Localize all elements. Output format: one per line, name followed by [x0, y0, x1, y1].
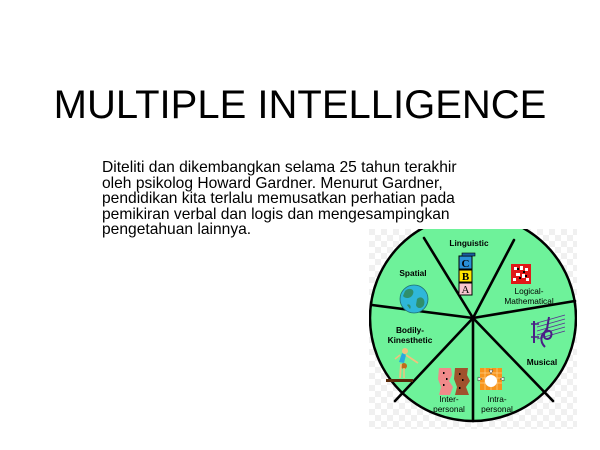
- segment-label: personal: [481, 404, 513, 414]
- multiple-intelligence-wheel: Linguistic C B A: [369, 229, 577, 429]
- segment-logical-mathematical: Logical- Mathematical: [504, 264, 554, 306]
- segment-label: Intra-: [487, 394, 507, 404]
- segment-label: Spatial: [399, 268, 426, 278]
- slide-title: MULTIPLE INTELLIGENCE: [53, 83, 547, 127]
- segment-label: Bodily-: [396, 325, 424, 335]
- gymnast-icon: [386, 348, 419, 382]
- music-staff-icon: [531, 314, 566, 348]
- segment-label: Mathematical: [504, 296, 553, 306]
- segment-label: Kinesthetic: [388, 335, 433, 345]
- body-line: Diteliti dan dikembangkan selama 25 tahu…: [102, 159, 457, 176]
- communication-icon: [438, 368, 470, 395]
- segment-linguistic: Linguistic C B A: [449, 238, 489, 296]
- self-focus-icon: [477, 368, 505, 390]
- abc-blocks-icon: C B A: [458, 252, 476, 296]
- svg-text:A: A: [462, 284, 470, 296]
- globe-icon: [399, 284, 429, 314]
- wheel-spokes: [370, 236, 577, 423]
- segment-musical: Musical: [527, 314, 566, 367]
- body-line: pengetahuan lainnya.: [102, 221, 252, 238]
- segment-label: Musical: [527, 357, 557, 367]
- segment-intra-personal: Intra- personal: [477, 368, 513, 414]
- slide-body-text: Diteliti dan dikembangkan selama 25 tahu…: [102, 160, 502, 238]
- segment-inter-personal: Inter- personal: [433, 368, 470, 414]
- math-puzzle-icon: [511, 264, 531, 284]
- svg-text:C: C: [462, 258, 470, 270]
- segment-label: Logical-: [514, 286, 543, 296]
- segment-label: Linguistic: [449, 238, 489, 248]
- segment-label: personal: [433, 404, 465, 414]
- body-line: pemikiran verbal dan logis dan mengesamp…: [102, 205, 450, 223]
- svg-text:B: B: [462, 271, 470, 283]
- segment-bodily-kinesthetic: Bodily- Kinesthetic: [386, 325, 433, 382]
- body-line: pendidikan kita terlalu memusatkan perha…: [102, 190, 455, 207]
- segment-label: Inter-: [439, 394, 459, 404]
- segment-spatial: Spatial: [399, 268, 429, 314]
- body-line: oleh psikolog Howard Gardner. Menurut Ga…: [102, 174, 443, 192]
